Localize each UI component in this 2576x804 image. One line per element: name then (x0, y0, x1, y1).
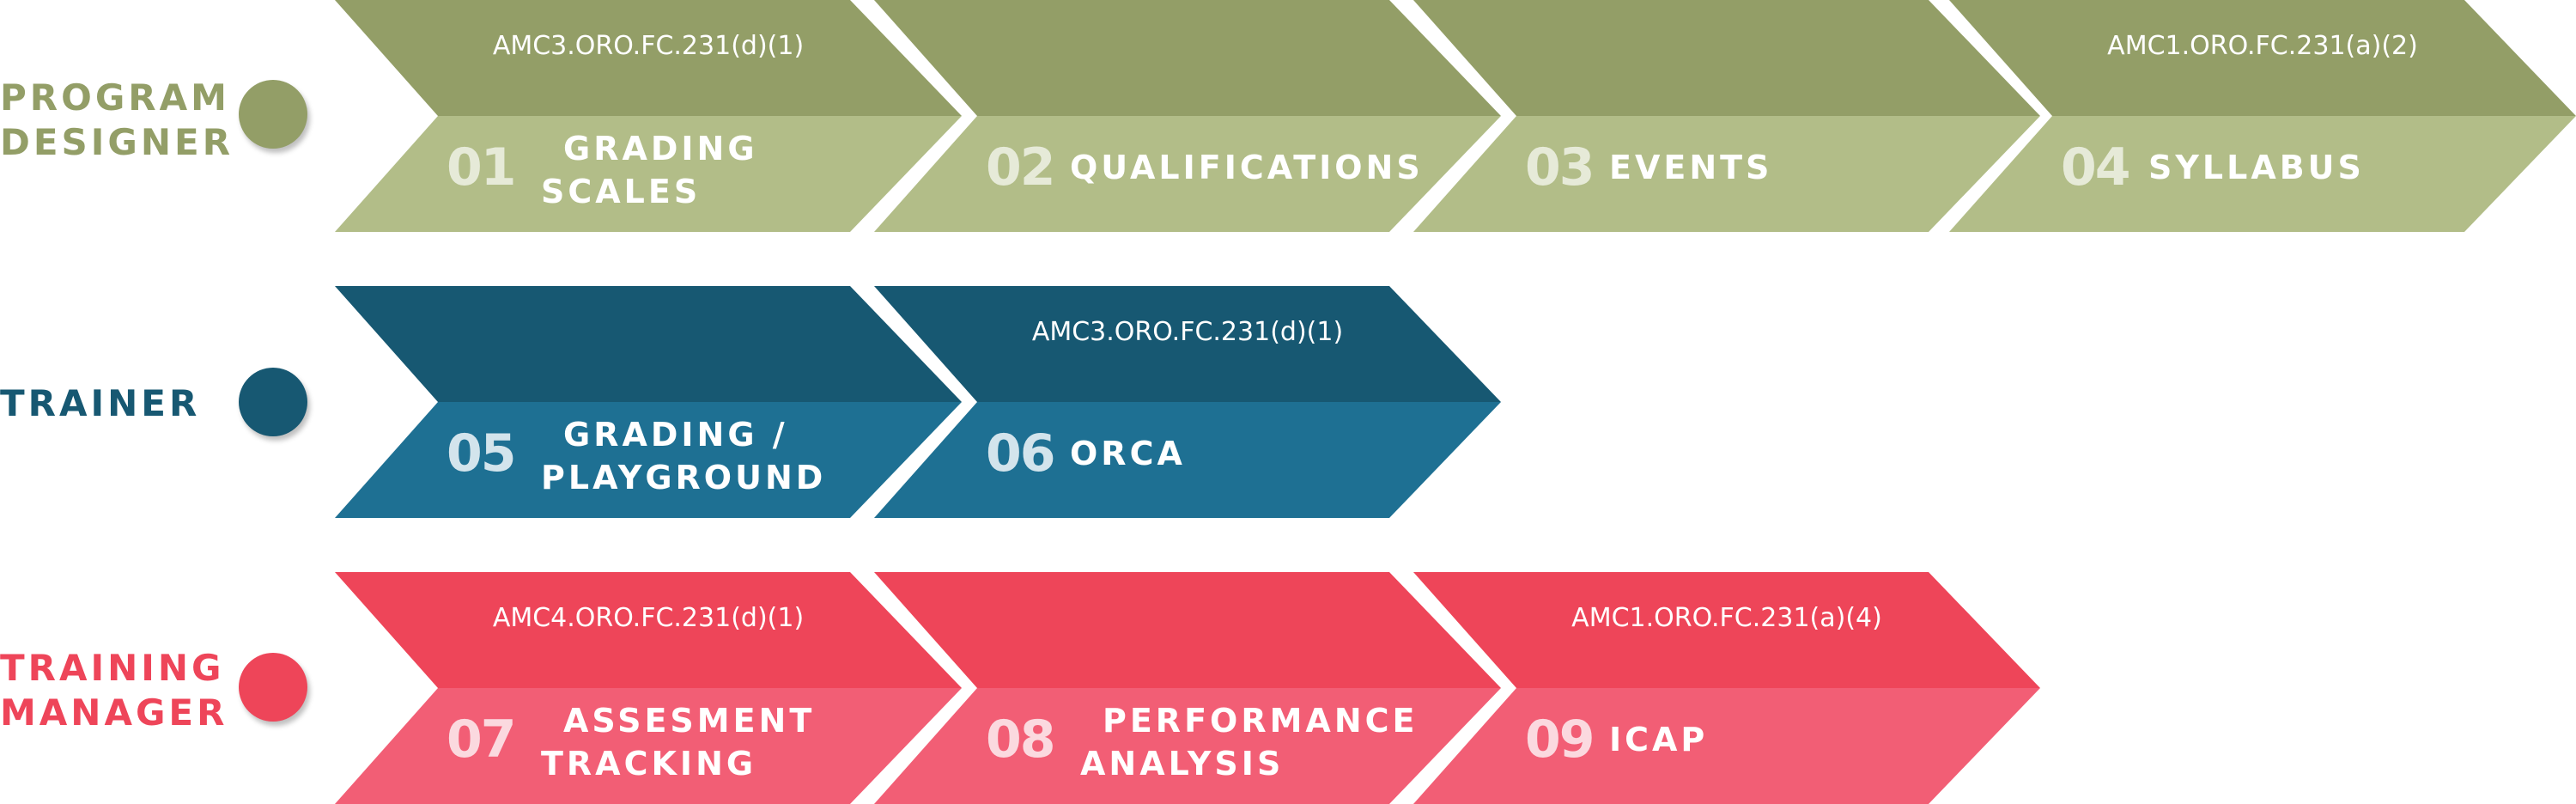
chevron-bottom-shape (335, 402, 962, 518)
step-label: ORCA (1070, 432, 1186, 475)
step-06-chevron: AMC3.ORO.FC.231(d)(1) 06 ORCA (874, 286, 1501, 518)
chevron-bottom-shape (874, 116, 1501, 232)
step-number: 02 (986, 137, 1055, 198)
role-label-line: DESIGNER (0, 121, 234, 163)
step-label-line: SYLLABUS (2148, 149, 2365, 186)
role-label-program-designer: PROGRAM DESIGNER (0, 76, 234, 165)
chevron-bottom-shape (1413, 688, 2040, 804)
role-dot-trainer (239, 368, 307, 436)
step-label: QUALIFICATIONS (1070, 146, 1424, 189)
step-label-line: PERFORMANCE (1103, 702, 1419, 740)
step-reference: AMC4.ORO.FC.231(d)(1) (492, 603, 805, 633)
step-label: ICAP (1609, 718, 1708, 761)
role-label-trainer: TRAINER (0, 381, 200, 426)
step-07-chevron: AMC4.ORO.FC.231(d)(1) 07 ASSESMENT TRACK… (335, 572, 962, 804)
role-dot-program-designer (239, 80, 307, 149)
step-02-chevron: 02 QUALIFICATIONS (874, 0, 1501, 232)
chevron-bottom-shape (1949, 116, 2576, 232)
step-label-line: GRADING (563, 130, 758, 168)
step-number: 07 (447, 710, 516, 770)
step-label-line: PLAYGROUND (541, 459, 827, 496)
chevron-bottom-shape (335, 688, 962, 804)
step-05-chevron: 05 GRADING / PLAYGROUND (335, 286, 962, 518)
chevron-top-shape (335, 572, 962, 688)
chevron-top-shape (1413, 0, 2040, 116)
step-number: 05 (447, 423, 516, 484)
step-09-chevron: AMC1.ORO.FC.231(a)(4) 09 ICAP (1413, 572, 2040, 804)
step-number: 08 (986, 710, 1055, 770)
role-label-training-manager: TRAINING MANAGER (0, 646, 228, 735)
step-reference: AMC3.ORO.FC.231(d)(1) (492, 31, 805, 61)
chevron-bottom-shape (1413, 116, 2040, 232)
step-label: GRADING / PLAYGROUND (541, 413, 826, 499)
role-label-line: TRAINER (0, 382, 201, 424)
step-label: EVENTS (1609, 146, 1772, 189)
step-number: 09 (1525, 710, 1595, 770)
step-label-line: QUALIFICATIONS (1070, 149, 1424, 186)
step-reference: AMC1.ORO.FC.231(a)(2) (2107, 31, 2418, 61)
chevron-bottom-shape (335, 116, 962, 232)
step-number: 04 (2061, 137, 2130, 198)
step-label-line: ORCA (1070, 435, 1186, 472)
step-label-line: TRACKING (541, 745, 757, 783)
step-03-chevron: 03 EVENTS (1413, 0, 2040, 232)
chevron-top-shape (335, 0, 962, 116)
step-reference: AMC1.ORO.FC.231(a)(4) (1571, 603, 1882, 633)
step-label-line: ANALYSIS (1080, 745, 1285, 783)
step-label: PERFORMANCE ANALYSIS (1080, 699, 1418, 785)
role-label-line: PROGRAM (0, 76, 230, 119)
step-label-line: GRADING / (563, 416, 788, 454)
chevron-top-shape (1949, 0, 2576, 116)
chevron-bottom-shape (874, 402, 1501, 518)
step-reference: AMC3.ORO.FC.231(d)(1) (1031, 317, 1344, 347)
step-number: 01 (447, 137, 516, 198)
step-label-line: EVENTS (1609, 149, 1773, 186)
step-label-line: SCALES (541, 173, 702, 210)
step-04-chevron: AMC1.ORO.FC.231(a)(2) 04 SYLLABUS (1949, 0, 2576, 232)
chevron-top-shape (874, 286, 1501, 402)
chevron-bottom-shape (874, 688, 1501, 804)
step-label: SYLLABUS (2148, 146, 2365, 189)
role-label-line: TRAINING (0, 647, 225, 689)
step-label-line: ICAP (1609, 721, 1709, 758)
chevron-top-shape (874, 572, 1501, 688)
role-dot-training-manager (239, 653, 307, 722)
step-label-line: ASSESMENT (563, 702, 816, 740)
step-label: ASSESMENT TRACKING (541, 699, 815, 785)
chevron-top-shape (874, 0, 1501, 116)
chevron-top-shape (1413, 572, 2040, 688)
step-number: 06 (986, 423, 1055, 484)
chevron-top-shape (335, 286, 962, 402)
step-number: 03 (1525, 137, 1595, 198)
step-08-chevron: 08 PERFORMANCE ANALYSIS (874, 572, 1501, 804)
step-01-chevron: AMC3.ORO.FC.231(d)(1) 01 GRADING SCALES (335, 0, 962, 232)
step-label: GRADING SCALES (541, 127, 758, 213)
role-label-line: MANAGER (0, 691, 228, 734)
